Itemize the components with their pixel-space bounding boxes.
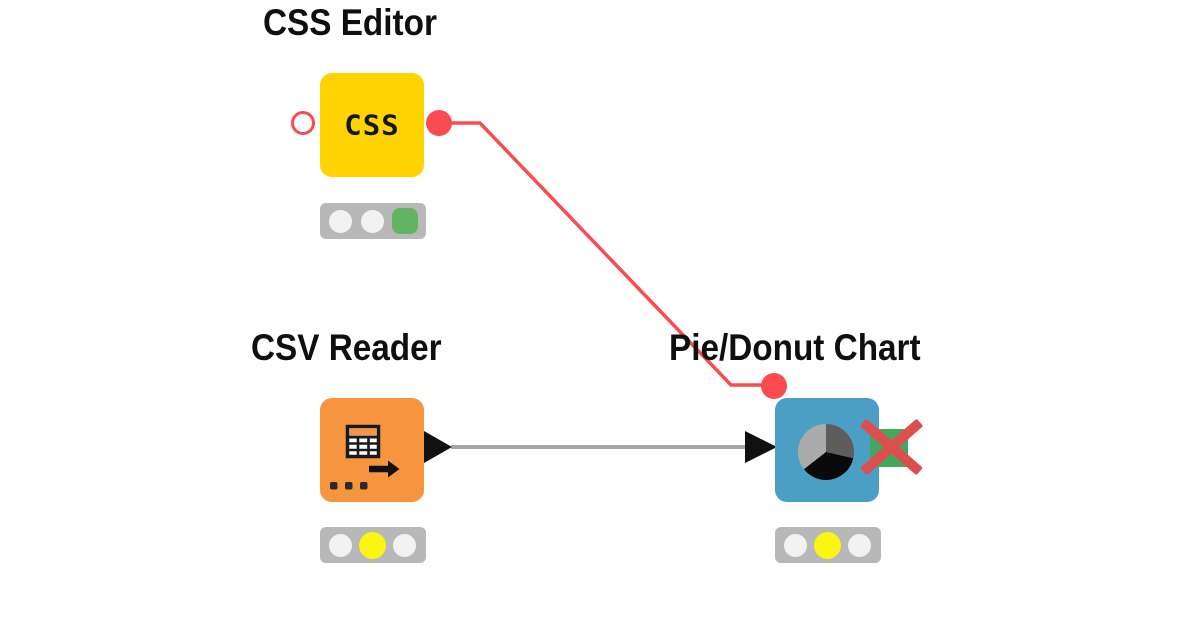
flow-variable-connection[interactable] bbox=[450, 121, 762, 387]
csv-reader-output-port-triangle[interactable] bbox=[424, 431, 452, 463]
node-css-editor[interactable]: CSS bbox=[320, 73, 424, 177]
table-with-arrow-icon bbox=[330, 424, 400, 490]
pie-chart-icon bbox=[798, 424, 854, 480]
css-editor-flow-variable-input-port[interactable] bbox=[291, 111, 315, 135]
traffic-light-yellow-on bbox=[814, 531, 841, 559]
pie-chart-flow-variable-input-port[interactable] bbox=[761, 373, 787, 399]
node-title-csv-reader[interactable]: CSV Reader bbox=[251, 327, 442, 368]
traffic-light-yellow-off bbox=[361, 209, 384, 233]
traffic-light-green-off bbox=[393, 533, 416, 557]
css-editor-flow-variable-output-port[interactable] bbox=[426, 110, 452, 136]
traffic-light-red-off bbox=[329, 533, 352, 557]
csv-reader-traffic-light bbox=[320, 527, 426, 563]
node-pie-donut-chart[interactable] bbox=[775, 398, 879, 502]
node-title-pie-donut-chart[interactable]: Pie/Donut Chart bbox=[669, 327, 921, 368]
node-csv-reader[interactable] bbox=[320, 398, 424, 502]
css-text-icon: CSS bbox=[344, 108, 400, 142]
traffic-light-red-off bbox=[329, 209, 352, 233]
traffic-light-red-off bbox=[784, 533, 807, 557]
pie-chart-input-port-triangle[interactable] bbox=[745, 431, 777, 463]
pie-chart-traffic-light bbox=[775, 527, 881, 563]
traffic-light-green-on bbox=[392, 208, 418, 234]
node-title-css-editor[interactable]: CSS Editor bbox=[263, 2, 437, 43]
traffic-light-green-off bbox=[848, 533, 871, 557]
css-editor-traffic-light bbox=[320, 203, 426, 239]
traffic-light-yellow-on bbox=[359, 531, 386, 559]
